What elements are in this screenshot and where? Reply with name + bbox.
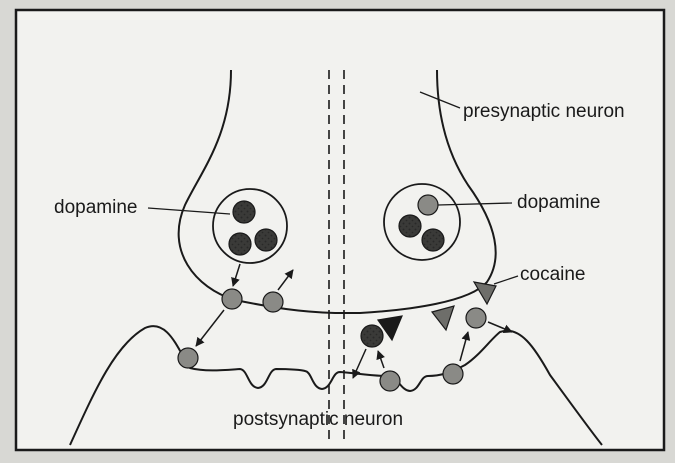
vesicle-right: [384, 184, 460, 260]
dopamine-cleft: [466, 308, 486, 328]
dopamine-bound-receptor: [443, 364, 463, 384]
dopamine-molecule: [233, 201, 255, 223]
dopamine-released: [222, 289, 242, 309]
dopamine-molecule: [422, 229, 444, 251]
label-postsynaptic-neuron: postsynaptic neuron: [233, 409, 403, 430]
label-dopamine-right: dopamine: [517, 192, 600, 213]
label-cocaine: cocaine: [520, 264, 586, 285]
label-dopamine-left: dopamine: [54, 197, 137, 218]
figure-panel: [16, 10, 664, 450]
dopamine-blocked: [361, 325, 383, 347]
vesicle-left: [213, 189, 287, 263]
dopamine-molecule: [229, 233, 251, 255]
dopamine-molecule: [399, 215, 421, 237]
dopamine-bound-receptor: [178, 348, 198, 368]
dopamine-molecule: [255, 229, 277, 251]
label-presynaptic-neuron: presynaptic neuron: [463, 101, 625, 122]
dopamine-molecule: [418, 195, 438, 215]
dopamine-reuptake: [263, 292, 283, 312]
dopamine-bound-receptor: [380, 371, 400, 391]
